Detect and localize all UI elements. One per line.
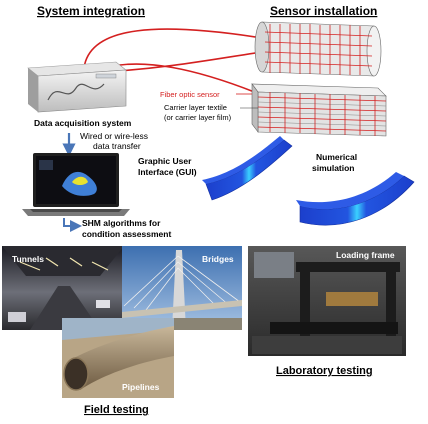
label-transfer-line2: data transfer [93,141,141,151]
photo-bridges [122,246,242,330]
simulation-beam-right [296,172,415,226]
label-shm-line1: SHM algorithms for [82,218,161,228]
label-fiber-optic: Fiber optic sensor [160,90,220,99]
sensor-pipe [254,21,382,77]
label-data-acquisition: Data acquisition system [34,118,132,128]
data-acquisition-device [27,61,127,113]
pipe-end-left [254,21,270,73]
pipe-fiber-grid [264,24,373,75]
arrow-right [63,218,82,232]
beam-fiber-grid [257,92,387,136]
device-display [95,73,117,79]
laptop [22,153,130,216]
gui-panel-left [39,160,53,170]
heading-system-integration: System integration [37,4,145,18]
label-carrier-line1: Carrier layer textile [164,103,227,112]
label-loading-frame: Loading frame [336,250,395,260]
sensor-beam [251,83,387,137]
label-transfer-line1: Wired or wire-less [80,131,148,141]
device-wave [47,83,105,101]
label-pipelines: Pipelines [122,382,160,392]
photo-pipelines [62,318,174,398]
heading-laboratory-testing: Laboratory testing [276,365,373,377]
beam-left-body [205,139,293,201]
beam-left-top [202,136,284,184]
heading-sensor-installation: Sensor installation [270,4,377,18]
beam-layers [257,101,387,127]
pipe-end-right [366,25,382,77]
laptop-keyboard [30,209,122,212]
fiber-line-to-pipe [83,28,263,69]
label-bridges: Bridges [202,254,234,264]
label-numerical-line2: simulation [312,163,355,173]
simulation-beam-left [202,136,293,201]
label-carrier-line2: (or carrier layer film) [164,113,232,122]
label-tunnels: Tunnels [12,254,44,264]
pipe-body [261,21,375,77]
label-gui-line2: Interface (GUI) [138,167,197,177]
beam-right-top [296,172,404,210]
photo-laboratory [248,246,406,356]
device-side [28,68,38,112]
label-shm-line2: condition assessment [82,229,171,239]
label-numerical-line1: Numerical [316,152,357,162]
heading-field-testing: Field testing [84,404,149,416]
label-gui-line1: Graphic User [138,156,192,166]
gui-surface-highlight [72,176,88,185]
